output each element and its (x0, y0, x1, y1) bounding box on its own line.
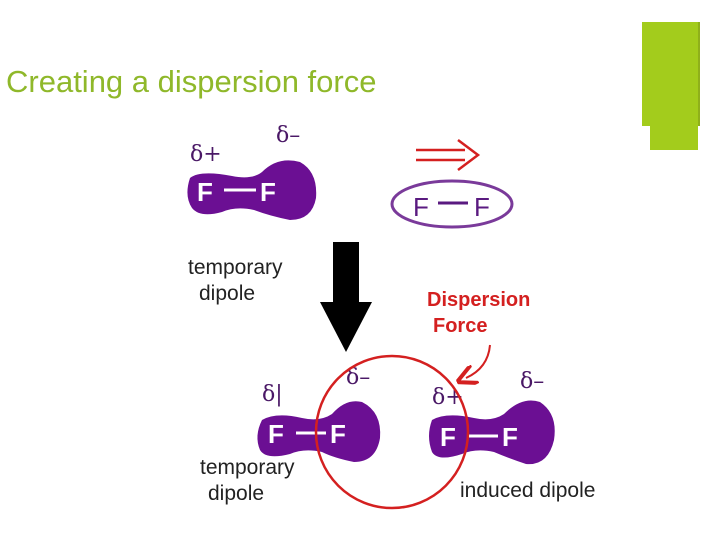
label-line: Dispersion (427, 289, 531, 311)
atom-label-f: F (474, 192, 490, 222)
atom-label-f: F (440, 422, 456, 452)
induced-dipole-label: induced dipole (460, 478, 595, 504)
circle-outline-icon (314, 354, 470, 510)
double-right-arrow-icon (416, 139, 481, 171)
dispersion-force-label: Dispersion Force (427, 287, 530, 339)
temporary-dipole-label-bottom: temporary dipole (200, 455, 295, 507)
label-line: Force (433, 315, 488, 337)
atom-label-f: F (413, 192, 429, 222)
thick-down-arrow-icon (320, 242, 372, 352)
atom-label-f: F (502, 422, 518, 452)
curved-arrow-icon (466, 344, 491, 378)
charge-positive: δ+ (190, 142, 222, 167)
atom-label-f: F (268, 419, 284, 449)
molecule-top-left: F F δ+ δ– (187, 123, 317, 220)
atom-label-f: F (260, 177, 276, 207)
label-line: induced dipole (460, 479, 596, 502)
charge-positive: δ+ (432, 385, 464, 410)
charge-negative: δ– (520, 369, 544, 394)
molecule-top-right: F F (390, 179, 514, 229)
charge-negative: δ– (276, 123, 300, 148)
label-line: temporary (200, 456, 295, 479)
label-line: temporary (188, 256, 283, 279)
label-line: dipole (208, 482, 265, 505)
atom-label-f: F (197, 177, 213, 207)
slide-title: Creating a dispersion force (6, 64, 377, 99)
label-line: dipole (199, 282, 256, 305)
atom-label-f: F (330, 419, 346, 449)
charge-positive-partial: δ| (262, 382, 283, 407)
molecule-bottom-left: F F δ| δ– (257, 365, 381, 462)
molecule-blob (429, 400, 555, 465)
temporary-dipole-label-top: temporary dipole (188, 255, 283, 307)
molecule-bottom-right: F F δ+ δ– (429, 369, 555, 465)
accent-bar-front (642, 22, 700, 126)
